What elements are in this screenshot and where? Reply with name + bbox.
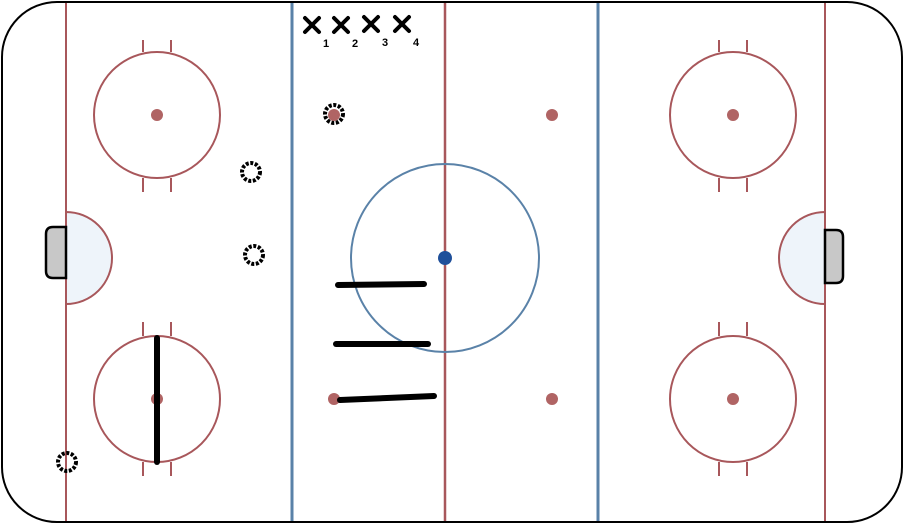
left-goal-crease bbox=[65, 210, 113, 306]
faceoff-circle-left-top bbox=[93, 40, 221, 192]
puck-marker bbox=[240, 161, 262, 183]
right-goal-crease bbox=[778, 210, 826, 306]
player-label: 1 bbox=[323, 38, 329, 50]
player-1: 1 bbox=[303, 16, 329, 50]
player-4: 4 bbox=[393, 15, 420, 49]
player-label: 2 bbox=[352, 38, 358, 50]
player-3: 3 bbox=[362, 15, 388, 49]
neutral-dot-bottom-left bbox=[328, 393, 340, 405]
player-2: 2 bbox=[332, 16, 358, 50]
player-label: 3 bbox=[382, 37, 388, 49]
neutral-dot-bottom-right bbox=[546, 393, 558, 405]
barrier-horizontal-3 bbox=[337, 393, 437, 403]
right-goal-net bbox=[823, 228, 845, 285]
faceoff-circle-right-top bbox=[669, 40, 797, 192]
center-faceoff-dot bbox=[438, 251, 452, 265]
player-label: 4 bbox=[413, 37, 420, 49]
player-markers: 1 2 3 4 bbox=[303, 15, 420, 50]
barrier-horizontal-1 bbox=[335, 281, 427, 288]
neutral-dot-top-left bbox=[328, 109, 340, 121]
puck-marker bbox=[323, 103, 345, 125]
neutral-dot-top-right bbox=[546, 109, 558, 121]
puck-marker bbox=[56, 451, 78, 473]
puck-marker bbox=[243, 244, 265, 266]
center-circle bbox=[350, 163, 540, 353]
faceoff-circle-right-bottom bbox=[669, 322, 797, 476]
puck-markers bbox=[56, 103, 345, 473]
left-goal-net bbox=[44, 225, 68, 280]
